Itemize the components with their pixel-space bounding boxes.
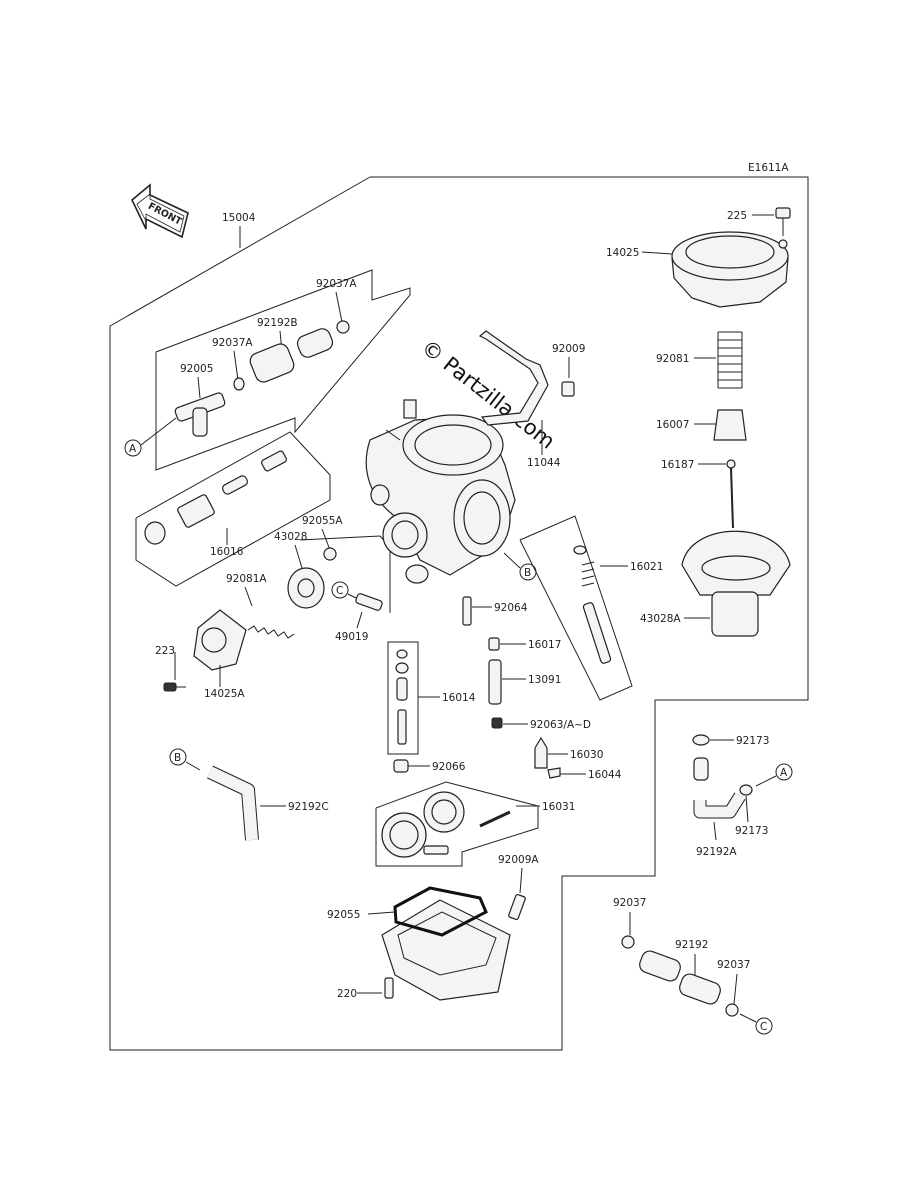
label-49019: 49019 bbox=[335, 631, 368, 643]
label-92055A: 92055A bbox=[302, 515, 343, 527]
pump-cover-14025A bbox=[193, 609, 247, 671]
pilot-screw-parts bbox=[144, 450, 287, 545]
label-14025: 14025 bbox=[606, 247, 639, 259]
label-43028A: 43028A bbox=[640, 613, 681, 625]
label-92192C: 92192C bbox=[288, 801, 329, 813]
label-92009: 92009 bbox=[552, 343, 585, 355]
label-16044: 16044 bbox=[588, 769, 622, 781]
callout-c-right: C bbox=[760, 1021, 767, 1033]
label-16187: 16187 bbox=[661, 459, 694, 471]
label-92037A-top: 92037A bbox=[316, 278, 357, 290]
label-11044: 11044 bbox=[527, 457, 561, 469]
needle-holder bbox=[713, 409, 747, 441]
top-cover-14025 bbox=[671, 231, 789, 308]
spring-92081 bbox=[718, 331, 742, 389]
float-assembly bbox=[381, 791, 511, 858]
assembly-outline bbox=[109, 176, 809, 1051]
callout-b-body: B bbox=[524, 567, 531, 579]
label-223: 223 bbox=[155, 645, 175, 657]
label-13091: 13091 bbox=[528, 674, 561, 686]
front-arrow-icon: FRONT bbox=[131, 183, 189, 239]
label-92081A: 92081A bbox=[226, 573, 267, 585]
label-15004: 15004 bbox=[222, 212, 256, 224]
label-43028: 43028 bbox=[274, 531, 307, 543]
label-220: 220 bbox=[337, 988, 357, 1000]
vacuum-piston-43028A bbox=[681, 530, 791, 637]
label-16014: 16014 bbox=[442, 692, 476, 704]
label-92037-right: 92037 bbox=[717, 959, 750, 971]
fuel-tee-fitting bbox=[174, 392, 226, 437]
label-16007: 16007 bbox=[656, 419, 689, 431]
callout-c-left: C bbox=[336, 585, 343, 597]
hose-92192C bbox=[207, 766, 258, 841]
callout-b-hose: B bbox=[174, 752, 181, 764]
label-92005: 92005 bbox=[180, 363, 213, 375]
carburetor-body bbox=[365, 399, 516, 584]
label-92066: 92066 bbox=[432, 761, 466, 773]
label-92055: 92055 bbox=[327, 909, 360, 921]
label-92192A: 92192A bbox=[696, 846, 737, 858]
accelerator-pump-rod bbox=[355, 593, 383, 611]
diagram-code: E1611A bbox=[748, 162, 789, 174]
label-92009A: 92009A bbox=[498, 854, 539, 866]
label-92037: 92037 bbox=[613, 897, 646, 909]
label-16021: 16021 bbox=[630, 561, 663, 573]
label-16030: 16030 bbox=[570, 749, 603, 761]
callout-a-right: A bbox=[780, 767, 788, 779]
label-92192: 92192 bbox=[675, 939, 708, 951]
hose-92192A bbox=[694, 793, 745, 818]
callout-a-left: A bbox=[129, 443, 137, 455]
label-92064: 92064 bbox=[494, 602, 528, 614]
throttle-bracket bbox=[478, 330, 549, 426]
label-92173-bot: 92173 bbox=[735, 825, 768, 837]
label-92173-top: 92173 bbox=[736, 735, 769, 747]
jet-needle bbox=[730, 467, 734, 529]
label-92081: 92081 bbox=[656, 353, 689, 365]
label-16016: 16016 bbox=[210, 546, 244, 558]
spring-92081A bbox=[247, 625, 295, 639]
label-92063: 92063/A~D bbox=[530, 719, 591, 731]
label-92037A-mid: 92037A bbox=[212, 337, 253, 349]
label-16017: 16017 bbox=[528, 639, 561, 651]
label-225: 225 bbox=[727, 210, 747, 222]
label-92192B: 92192B bbox=[257, 317, 298, 329]
label-14025A: 14025A bbox=[204, 688, 245, 700]
float-bowl bbox=[381, 886, 511, 1001]
label-16031: 16031 bbox=[542, 801, 575, 813]
